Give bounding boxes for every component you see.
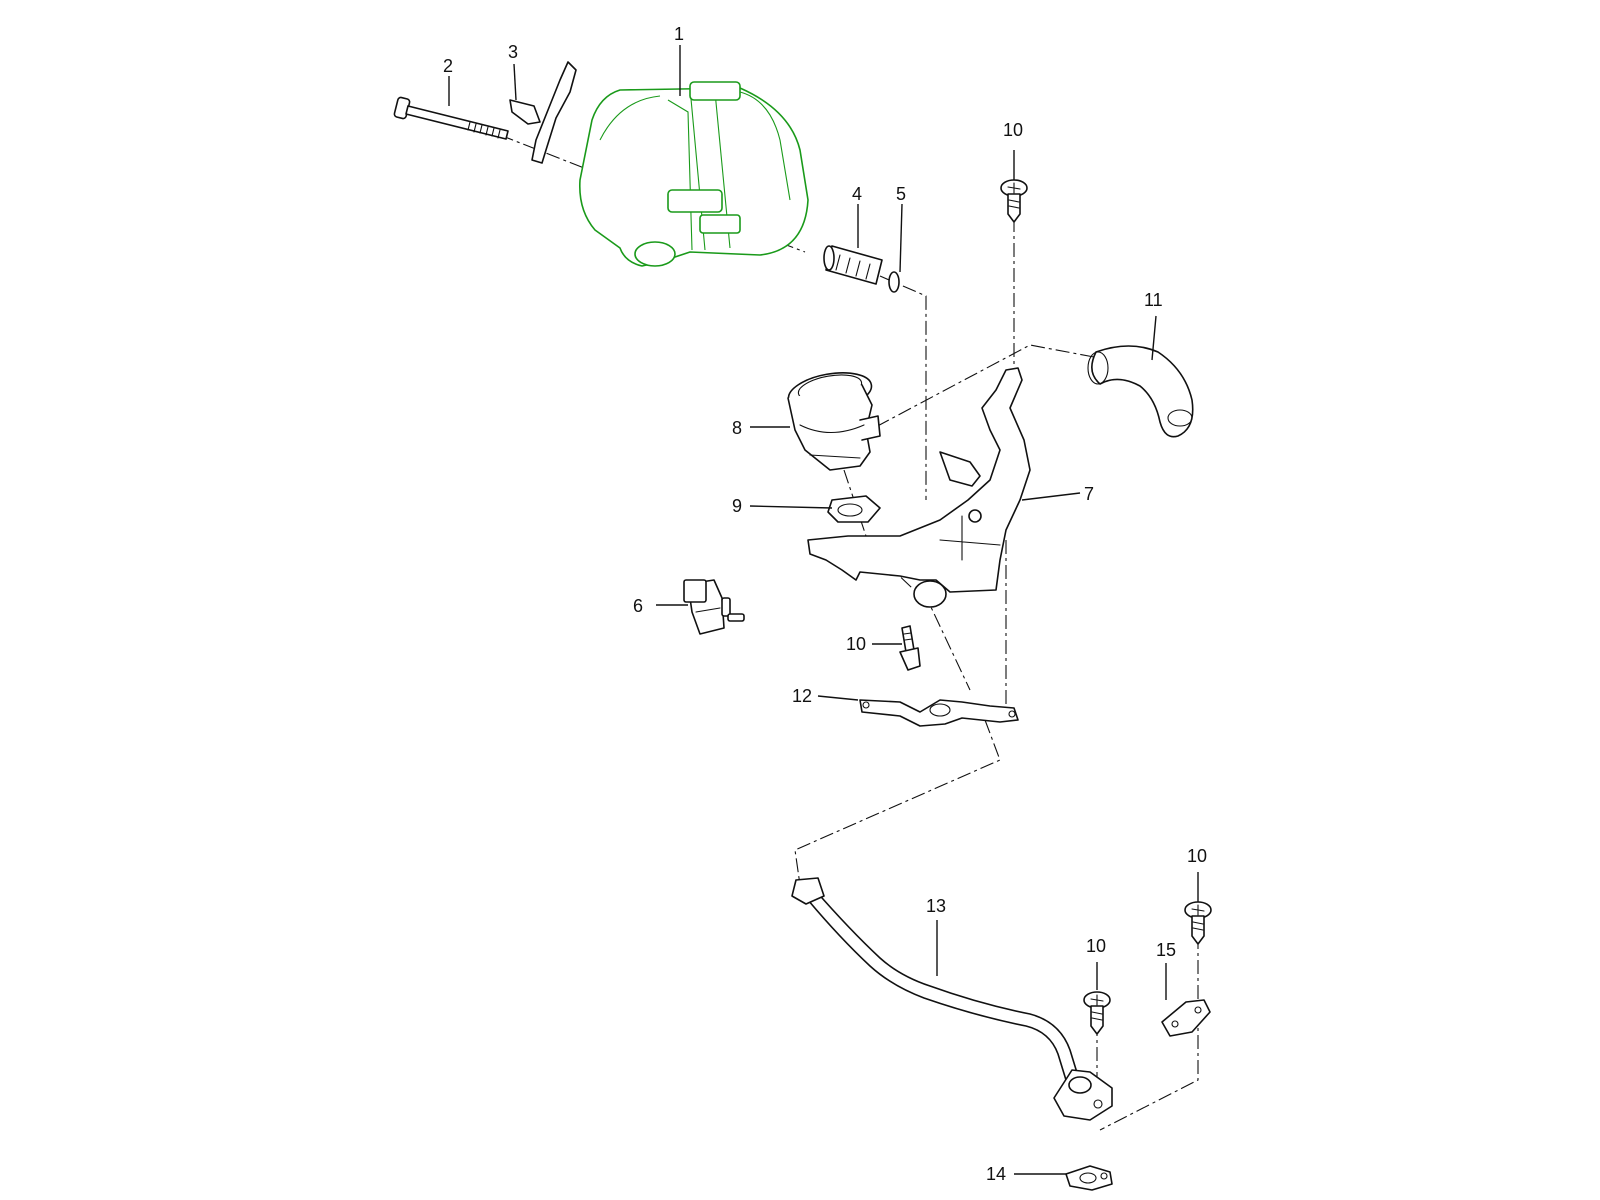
solenoid-valve[interactable] [683,579,745,635]
callout-1: 1 [674,24,684,44]
secondary-air-pump[interactable] [578,81,809,267]
bolt-bracket[interactable] [899,625,921,671]
mounting-bracket[interactable] [807,367,1031,608]
assembly-line-gasket-pipe [794,719,1001,886]
assembly-lines [499,134,1199,1131]
callout-14: 14 [986,1164,1006,1184]
assembly-line-valve-gasket [843,469,971,691]
callout-2: 2 [443,56,453,76]
cover-plate[interactable] [1161,999,1211,1037]
assembly-line-bolt-plate [1099,935,1199,1131]
long-bolt[interactable] [393,96,509,140]
o-ring[interactable] [888,271,900,293]
callout-4: 4 [852,184,862,204]
assembly-line-hose-valve [869,344,1095,431]
callout-10-bracket: 10 [846,634,866,654]
callout-11: 11 [1144,290,1163,310]
air-filter-element[interactable] [823,245,883,285]
valve-gasket[interactable] [827,495,881,523]
callout-10-lower-right: 10 [1187,846,1207,866]
pipe-gasket[interactable] [859,699,1019,727]
callout-5: 5 [896,184,906,204]
callout-13: 13 [926,896,946,916]
air-hose[interactable] [1087,345,1194,438]
callout-3: 3 [508,42,518,62]
callout-6: 6 [633,596,643,616]
callout-10-lower-left: 10 [1086,936,1106,956]
assembly-line-filter-bracket [879,275,927,500]
pump-gasket[interactable] [509,61,577,164]
callout-12: 12 [792,686,812,706]
air-pipe[interactable] [791,877,1113,1121]
bolt-top[interactable] [1000,179,1028,223]
flange-gasket[interactable] [1065,1165,1113,1191]
callout-8: 8 [732,418,742,438]
callout-7: 7 [1084,484,1094,504]
leader-lines [448,45,1199,1175]
bolt-lower-right[interactable] [1184,901,1212,945]
callout-9: 9 [732,496,742,516]
combination-valve[interactable] [786,367,881,471]
callout-15: 15 [1156,940,1176,960]
callout-10-top: 10 [1003,120,1023,140]
callouts: 1 2 3 4 5 6 7 8 9 10 10 10 10 11 12 13 1… [443,24,1207,1184]
bolt-lower-left[interactable] [1083,991,1111,1035]
